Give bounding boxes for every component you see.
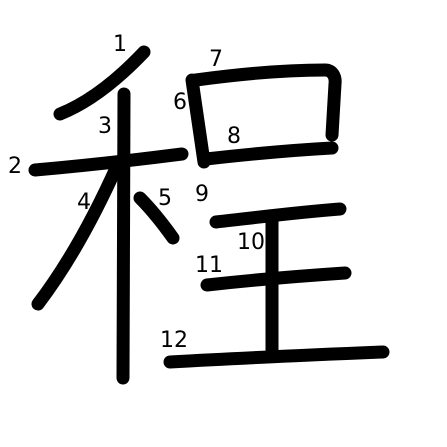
stroke-3 [116,87,131,385]
stroke-number-9: 9 [195,182,209,207]
stroke-7 [189,63,342,142]
stroke-2 [28,147,189,177]
stroke-number-6: 6 [173,90,187,115]
stroke-number-labels: 1 2 3 4 5 6 7 8 9 10 11 12 [8,32,265,353]
stroke-8 [199,141,339,166]
stroke-number-11: 11 [195,253,223,278]
stroke-number-4: 4 [77,190,91,215]
stroke-number-3: 3 [98,114,112,139]
stroke-number-2: 2 [8,154,22,179]
stroke-12 [163,345,390,369]
stroke-9 [209,202,347,229]
stroke-number-7: 7 [209,47,223,72]
stroke-11 [200,266,352,292]
stroke-4 [31,159,124,311]
stroke-number-5: 5 [158,186,172,211]
stroke-number-12: 12 [160,328,188,353]
stroke-5 [133,191,180,245]
stroke-6 [185,73,211,169]
stroke-number-1: 1 [113,32,127,57]
stroke-number-10: 10 [237,230,265,255]
stroke-number-8: 8 [227,124,241,149]
character-strokes [28,45,390,385]
stroke-1 [53,45,151,121]
